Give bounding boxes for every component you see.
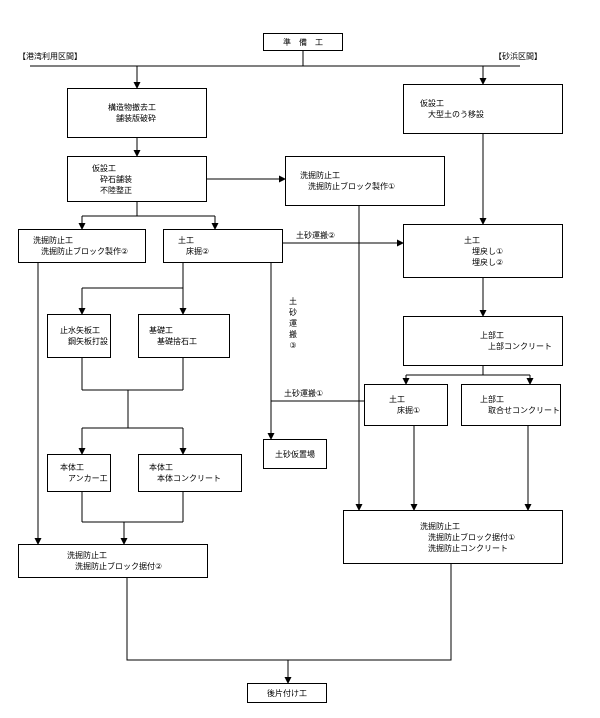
superstructure-box: 上部工上部コンクリート — [403, 316, 563, 366]
box-text-line: 仮設工 — [420, 99, 444, 108]
box-text-line: 止水矢板工 — [60, 326, 100, 335]
connector-line — [81, 492, 184, 523]
soil-transport-1-label: 土砂運搬① — [284, 388, 324, 399]
temporary-works-left-box: 仮設工砕石舗装不陸整正 — [67, 156, 207, 202]
scour-block-install-2-box: 洗掘防止工洗掘防止ブロック据付② — [18, 544, 208, 578]
prep-work-box: 準 備 工 — [263, 33, 343, 51]
box-text-line: 上部工 — [480, 395, 504, 404]
box-text-line: 砕石舗装 — [100, 174, 132, 184]
box-text-line: 土工 — [389, 395, 405, 404]
cleanup-box: 後片付け工 — [247, 683, 327, 703]
box-text-line: 上部工 — [480, 331, 504, 340]
box-text-line: 床掘① — [397, 406, 421, 415]
soil-transport-3-label: 土砂運搬③ — [289, 297, 297, 350]
box-text-line: 準 備 工 — [283, 37, 323, 47]
connector-line — [82, 263, 184, 289]
box-text-line: アンカー工 — [68, 474, 108, 483]
scour-block-make-1-box: 洗掘防止工洗掘防止ブロック製作① — [285, 156, 445, 206]
body-anchor-box: 本体工アンカー工 — [47, 454, 111, 492]
left-section-label: 【港湾利用区間】 — [18, 52, 82, 61]
connector-line — [81, 358, 184, 391]
box-text-line: 洗掘防止工 — [420, 521, 460, 531]
scour-block-make-2-box: 洗掘防止工洗掘防止ブロック製作② — [18, 229, 146, 263]
box-text-line: 本体工 — [60, 463, 84, 472]
box-text-line: 上部コンクリート — [488, 342, 552, 351]
connector-line — [126, 564, 452, 661]
connector-line — [30, 51, 520, 67]
connector-line — [82, 202, 215, 217]
temporary-works-right-box: 仮設工大型土のう移設 — [403, 84, 563, 134]
soil-storage-box: 土砂仮置場 — [263, 439, 327, 469]
box-text-line: 舗装版破砕 — [116, 114, 156, 123]
sheet-pile-box: 止水矢板工鋼矢板打設 — [47, 314, 111, 358]
box-text-line: 床掘② — [186, 247, 210, 256]
box-text-line: 仮設工 — [92, 163, 116, 173]
box-text-line: 洗掘防止ブロック据付② — [75, 562, 163, 571]
body-concrete-box: 本体工本体コンクリート — [138, 454, 242, 492]
box-text-line: 土工 — [178, 236, 194, 245]
box-text-line: 後片付け工 — [267, 688, 307, 698]
box-text-line: 取合せコンクリート — [488, 406, 560, 415]
box-text-line: 洗掘防止ブロック据付① — [428, 532, 516, 542]
box-text-line: 洗掘防止コンクリート — [428, 543, 508, 553]
box-text-line: 大型土のう移設 — [428, 110, 484, 119]
box-text-line: 洗掘防止工 — [300, 171, 340, 180]
box-text-line: 埋戻し② — [472, 257, 504, 267]
box-text-line: 埋戻し① — [472, 246, 504, 256]
box-text-line: 鋼矢板打設 — [68, 337, 108, 346]
earthwork-dig-1-box: 土工床掘① — [364, 384, 448, 426]
box-text-line: 洗掘防止ブロック製作① — [308, 182, 396, 191]
box-text-line: 不陸整正 — [100, 185, 132, 195]
right-section-label: 【砂浜区間】 — [494, 52, 542, 61]
box-text-line: 洗掘防止工 — [33, 236, 73, 245]
box-text-line: 土砂仮置場 — [275, 449, 315, 459]
box-text-line: 土工 — [464, 235, 480, 245]
box-text-line: 基礎捨石工 — [157, 337, 197, 346]
connector-line — [406, 366, 530, 376]
box-text-line: 構造物撤去工 — [108, 103, 156, 112]
box-text-line: 本体工 — [149, 463, 173, 472]
box-text-line: 本体コンクリート — [157, 474, 221, 483]
box-text-line: 洗掘防止工 — [67, 551, 107, 560]
box-text-line: 洗掘防止ブロック製作② — [41, 247, 129, 256]
foundation-box: 基礎工基礎捨石工 — [138, 314, 230, 358]
super-joint-concrete-box: 上部工取合せコンクリート — [461, 384, 561, 426]
box-text-line: 基礎工 — [149, 326, 173, 335]
connector-line — [82, 390, 183, 429]
structure-removal-box: 構造物撤去工舗装版破砕 — [67, 88, 207, 138]
soil-transport-2-label: 土砂運搬② — [296, 230, 336, 241]
earthwork-dig-2-box: 土工床掘② — [163, 229, 283, 263]
